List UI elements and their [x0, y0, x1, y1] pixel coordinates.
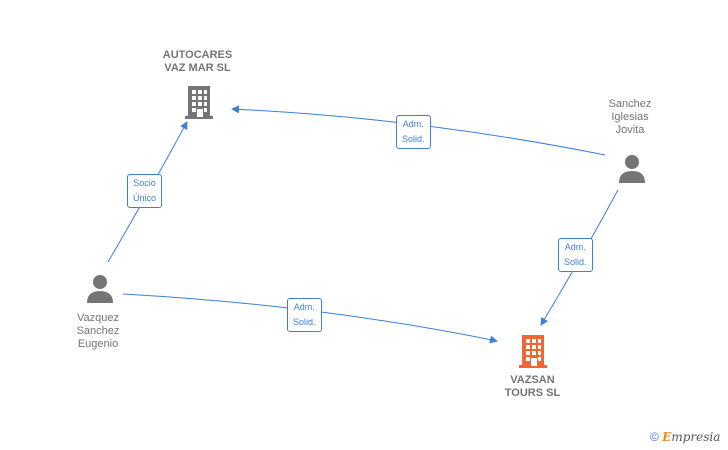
node-autocares-label: AUTOCARES VAZ MAR SL	[162, 49, 233, 74]
node-sanchez-label: Sanchez Iglesias Jovita	[608, 98, 652, 136]
brand-logo-e: E	[662, 430, 672, 444]
brand-logo-text: mpresia	[671, 430, 721, 444]
edge-label-vazquez-autocares: Socio Único	[127, 174, 163, 208]
person-icon	[619, 155, 645, 183]
node-vazquez-label: Vazquez Sanchez Eugenio	[76, 312, 120, 350]
building-focus-icon	[519, 335, 547, 368]
node-vazsan-label: VAZSAN TOURS SL	[504, 374, 561, 399]
edge-label-sanchez-autocares: Adm. Solid.	[396, 115, 431, 149]
edge-label-sanchez-vazsan: Adm. Solid.	[558, 238, 593, 272]
copyright-icon: ©	[650, 430, 659, 444]
node-vazquez[interactable]: Vazquez Sanchez Eugenio	[48, 312, 148, 351]
person-icon	[87, 275, 113, 303]
node-sanchez[interactable]: Sanchez Iglesias Jovita	[580, 98, 680, 137]
brand-watermark: © Empresia	[650, 430, 720, 444]
node-autocares[interactable]: AUTOCARES VAZ MAR SL	[140, 49, 255, 75]
node-vazsan[interactable]: VAZSAN TOURS SL	[475, 374, 590, 400]
edge-label-vazquez-vazsan: Adm. Solid.	[287, 298, 322, 332]
building-icon	[185, 86, 213, 119]
